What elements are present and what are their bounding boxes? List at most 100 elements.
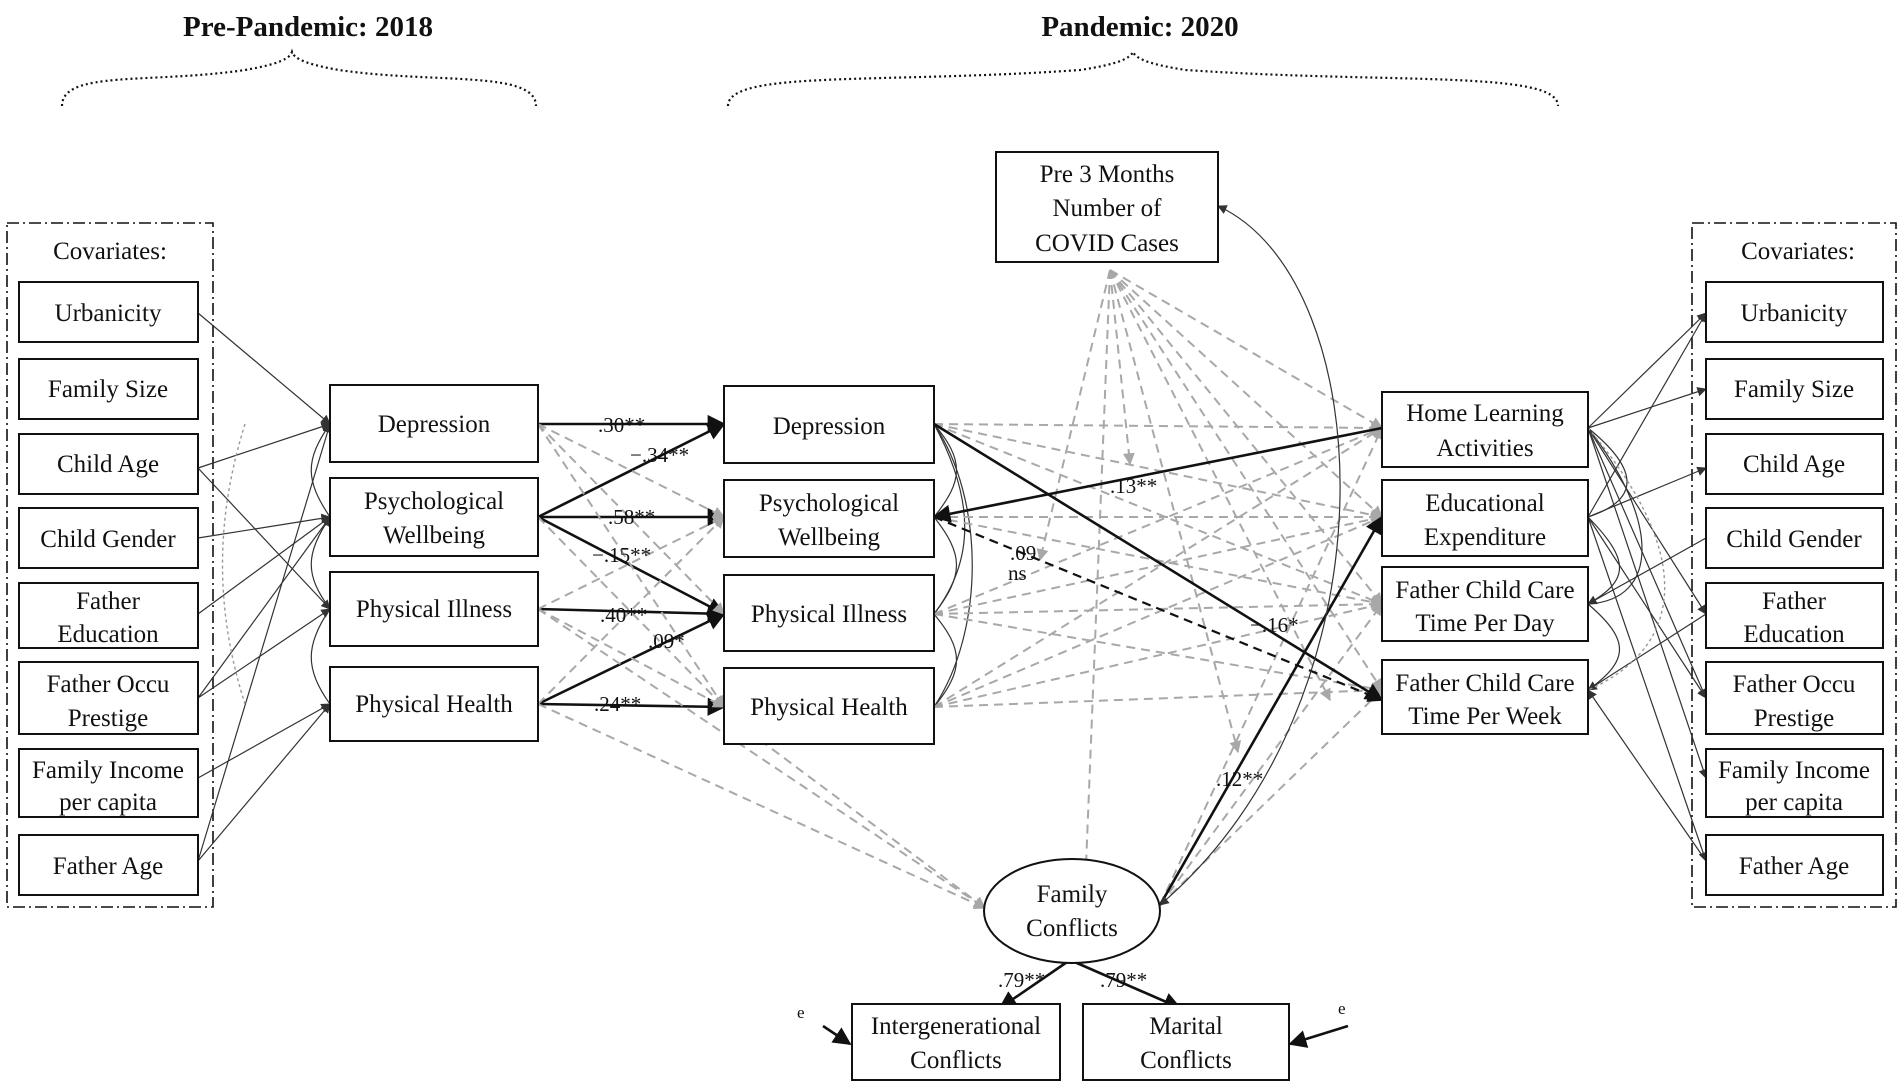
home-learning-box: [1381, 391, 1589, 468]
health-box: [723, 667, 935, 745]
covariate-left-box: [18, 582, 199, 649]
covariance-pre-illness-health: [310, 608, 331, 705]
path-r-12: [1587, 427, 1707, 699]
pre-health-label: Physical Health: [355, 691, 513, 718]
covariance-day-week: [1587, 603, 1621, 691]
path-wellbeing-to-week: [933, 515, 1384, 702]
covariate-left-box: [18, 507, 199, 569]
path-ns-19: [933, 427, 1384, 708]
pre-depression-label: Depression: [378, 411, 491, 438]
path-covid-3: [1109, 269, 1383, 605]
covariate-right-family-income-line2: per capita: [1745, 789, 1843, 816]
path-covid-8: [1079, 269, 1111, 892]
path-fatheroccu-to-pre-illness: [197, 608, 331, 699]
coef-fc-edu: .12**: [1216, 767, 1263, 791]
covariance-pre-depression-wellbeing: [310, 423, 331, 518]
covariate-left-family-income-line2: per capita: [59, 789, 157, 816]
path-r-11: [1587, 689, 1707, 862]
covariance-wellbeing-illness: [933, 516, 957, 615]
care-week-line2: Time Per Week: [1408, 703, 1562, 730]
path-depression-to-week: [933, 422, 1384, 702]
path-error-intergenerational: [822, 1024, 852, 1046]
covariate-right-child-age: Child Age: [1743, 451, 1845, 478]
path-r-1: [1587, 312, 1707, 429]
covariate-right-father-occu-line2: Prestige: [1754, 705, 1835, 732]
path-r-4: [1587, 427, 1708, 779]
covariate-right-box: [1705, 507, 1884, 569]
covariate-right-box: [1705, 433, 1884, 495]
marital-box: [1082, 1003, 1290, 1081]
covariate-left-child-gender: Child Gender: [40, 526, 176, 553]
path-r-7: [1587, 516, 1707, 699]
path-fc-to-intergenerational: [998, 958, 1071, 1010]
coef-fc-marital: .79**: [1100, 968, 1147, 992]
intergenerational-line2: Conflicts: [910, 1047, 1002, 1074]
covariate-left-box: [18, 281, 199, 343]
path-fc-to-marital: [1069, 958, 1182, 1010]
path-ns-18: [933, 613, 1384, 695]
expenditure-line1: Educational: [1425, 490, 1544, 517]
illness-label: Physical Illness: [751, 601, 907, 628]
heading-pre-pandemic: Pre-Pandemic: 2018: [183, 11, 433, 43]
covariate-right-child-gender: Child Gender: [1726, 526, 1862, 553]
covariate-right-father-education-line1: Father: [1762, 588, 1827, 615]
family-conflicts-ellipse: [983, 858, 1161, 964]
brace-pandemic: [726, 49, 1560, 107]
covariance-pre-depression-health: [221, 423, 246, 705]
path-ns-15: [933, 426, 1384, 615]
pre-illness-box: [329, 571, 539, 647]
covariates-left: Urbanicity Family Size Child Age Child G…: [18, 281, 199, 896]
path-ns-9: [537, 608, 986, 909]
wellbeing-label-line2: Wellbeing: [778, 524, 881, 551]
coefficient-labels: .30** −.34** .58** −.15** .40** .09* .24…: [592, 413, 1299, 992]
path-familyincome-to-pre-health: [197, 703, 331, 779]
path-pre-wellbeing-to-depression: [537, 422, 726, 519]
covariance-depression-illness: [933, 423, 966, 615]
path-ns-20: [933, 515, 1384, 708]
brace-pre-pandemic: [60, 48, 538, 107]
path-error-marital: [1288, 1024, 1349, 1048]
health-label: Physical Health: [750, 694, 908, 721]
covariates-right-frame: [1691, 222, 1897, 908]
path-covid-7: [1109, 269, 1242, 754]
care-day-line2: Time Per Day: [1415, 610, 1555, 637]
coef-ph-ph: .24**: [594, 692, 641, 716]
covariate-left-box: [18, 834, 199, 896]
covariate-left-family-size: Family Size: [48, 376, 168, 403]
covariance-illness-health: [933, 613, 957, 708]
covariance-depression-health: [933, 423, 973, 708]
covariate-left-box: [18, 433, 199, 495]
covariate-left-family-income-line1: Family Income: [32, 757, 184, 784]
covariate-right-father-occu-line1: Father Occu: [1733, 671, 1856, 698]
wellbeing-label-line1: Psychological: [759, 490, 899, 517]
covariate-right-box: [1705, 661, 1884, 735]
covid-cases-line1: Pre 3 Months: [1040, 161, 1175, 188]
covariate-right-family-size: Family Size: [1734, 376, 1854, 403]
depression-box: [723, 385, 935, 464]
connector-layer: [197, 205, 1708, 1048]
covariate-left-father-education-line1: Father: [76, 588, 141, 615]
coef-ph-pi: .09*: [648, 629, 685, 653]
covariate-left-box: [18, 748, 199, 818]
path-r-5: [1587, 312, 1707, 518]
coef-pw-pi: −.15**: [592, 543, 651, 567]
covariate-right-box: [1705, 748, 1884, 818]
path-r-8: [1587, 516, 1708, 862]
care-day-line1: Father Child Care: [1395, 577, 1574, 604]
covariate-right-family-income-line1: Family Income: [1718, 757, 1870, 784]
covariates-right-title: Covariates:: [1741, 238, 1855, 265]
covid-cases-line2: Number of: [1053, 195, 1163, 222]
coef-dep-dep: .30**: [598, 413, 645, 437]
coef-pw-pw: .58**: [608, 505, 655, 529]
wellbeing-box: [723, 479, 935, 558]
covariate-right-box: [1705, 281, 1884, 343]
home-learning-line1: Home Learning: [1406, 400, 1564, 427]
path-covid-2: [1109, 269, 1383, 518]
covariate-right-box: [1705, 358, 1884, 420]
coef-pw-dep: −.34**: [630, 443, 689, 467]
coef-dep-week: −.16*: [1250, 613, 1299, 637]
path-home-learning-to-wellbeing: [932, 426, 1383, 523]
path-childage-to-pre-depression: [197, 422, 331, 469]
covariate-left-father-age: Father Age: [53, 853, 163, 880]
covariates-left-title: Covariates:: [53, 238, 167, 265]
